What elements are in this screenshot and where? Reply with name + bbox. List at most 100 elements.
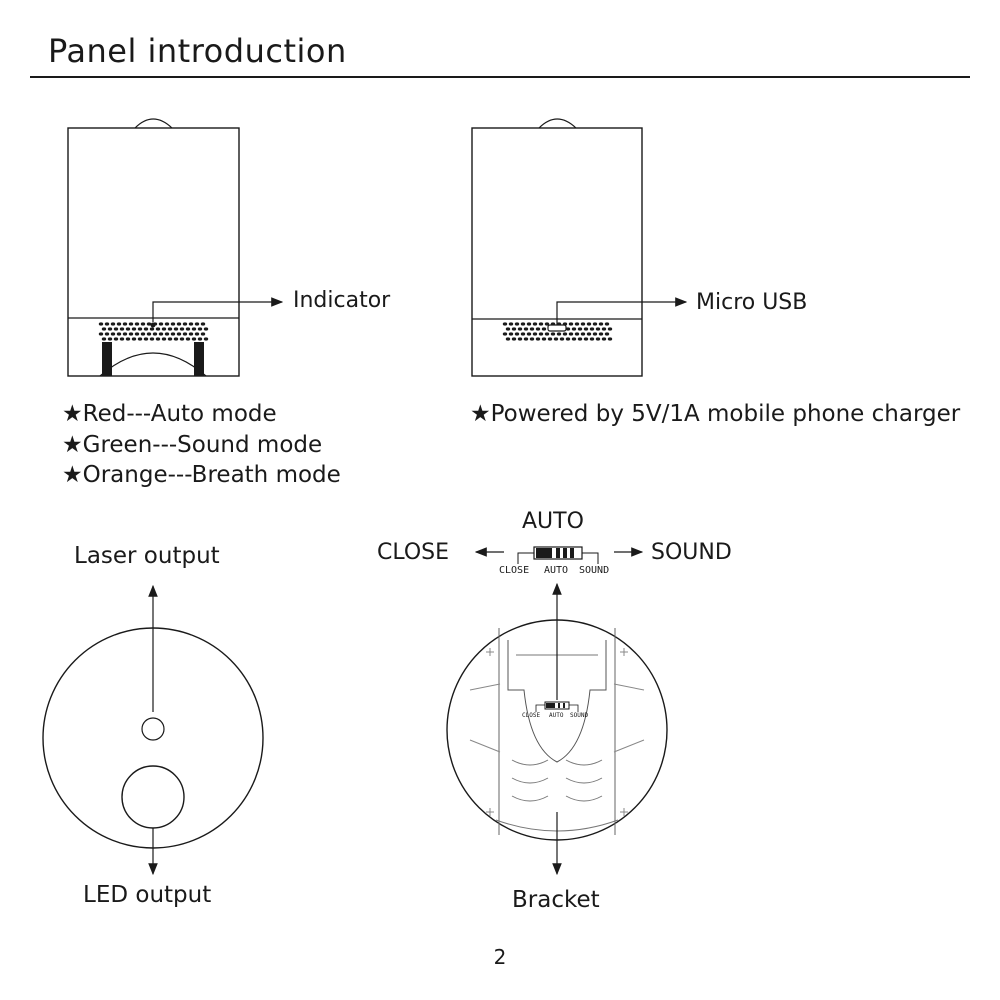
grille-hole bbox=[122, 332, 128, 336]
grille-hole bbox=[571, 327, 577, 331]
device-bottom-view bbox=[42, 584, 264, 876]
grille-hole bbox=[505, 337, 511, 341]
grille-hole bbox=[517, 327, 523, 331]
grille-hole bbox=[598, 322, 604, 326]
grille-hole bbox=[164, 332, 170, 336]
switch-close-label: CLOSE bbox=[377, 540, 450, 565]
grille-hole bbox=[604, 332, 610, 336]
grille-hole bbox=[158, 322, 164, 326]
grille-hole bbox=[535, 327, 541, 331]
grille-hole bbox=[517, 337, 523, 341]
mode-item-orange: ★Orange---Breath mode bbox=[62, 462, 341, 488]
grille-hole bbox=[104, 332, 110, 336]
grille-hole bbox=[182, 332, 188, 336]
grille-hole bbox=[538, 332, 544, 336]
grille-hole bbox=[607, 327, 613, 331]
grille-hole bbox=[134, 332, 140, 336]
grille-hole bbox=[559, 337, 565, 341]
grille-hole bbox=[544, 332, 550, 336]
grille-hole bbox=[140, 332, 146, 336]
grille-hole bbox=[182, 322, 188, 326]
grille-hole bbox=[526, 332, 532, 336]
page-number: 2 bbox=[493, 945, 507, 969]
grille-hole bbox=[586, 332, 592, 336]
grille-hole bbox=[532, 322, 538, 326]
grille-hole bbox=[574, 332, 580, 336]
grille-hole bbox=[203, 337, 209, 341]
grille-hole bbox=[101, 327, 107, 331]
grille-hole bbox=[583, 327, 589, 331]
power-note: ★Powered by 5V/1A mobile phone charger bbox=[470, 401, 961, 427]
star-icon: ★ bbox=[62, 462, 83, 488]
laser-output-label: Laser output bbox=[74, 543, 220, 569]
grille-hole bbox=[170, 332, 176, 336]
grille-hole bbox=[170, 322, 176, 326]
grille-hole bbox=[607, 337, 613, 341]
grille-hole bbox=[113, 327, 119, 331]
led-output-label: LED output bbox=[83, 882, 212, 908]
micro-usb-label: Micro USB bbox=[696, 290, 808, 315]
grille-hole bbox=[547, 337, 553, 341]
grille-hole bbox=[161, 327, 167, 331]
grille-hole bbox=[188, 332, 194, 336]
grille-hole bbox=[200, 332, 206, 336]
grille-hole bbox=[595, 337, 601, 341]
star-icon: ★ bbox=[62, 401, 83, 427]
grille-hole bbox=[143, 327, 149, 331]
switch-auto-title: AUTO bbox=[522, 509, 584, 534]
grille-hole bbox=[119, 337, 125, 341]
page-title: Panel introduction bbox=[48, 32, 347, 70]
grille-hole bbox=[604, 322, 610, 326]
grille-hole bbox=[535, 337, 541, 341]
grille-hole bbox=[107, 327, 113, 331]
grille-hole bbox=[188, 322, 194, 326]
grille-hole bbox=[592, 332, 598, 336]
grille-hole bbox=[541, 337, 547, 341]
grille-hole bbox=[107, 337, 113, 341]
grille-hole bbox=[592, 322, 598, 326]
grille-hole bbox=[140, 322, 146, 326]
grille-hole bbox=[580, 322, 586, 326]
bracket-diagram bbox=[446, 582, 668, 876]
grille-hole bbox=[146, 322, 152, 326]
grille-hole bbox=[119, 327, 125, 331]
grille-hole bbox=[152, 332, 158, 336]
grille-hole bbox=[101, 337, 107, 341]
switch-sound-label: SOUND bbox=[651, 540, 732, 565]
grille-hole bbox=[146, 332, 152, 336]
grille-hole bbox=[125, 327, 131, 331]
grille-hole bbox=[131, 337, 137, 341]
grille-hole bbox=[149, 337, 155, 341]
grille-hole bbox=[149, 327, 155, 331]
grille-hole bbox=[125, 337, 131, 341]
grille-hole bbox=[191, 327, 197, 331]
grille-hole bbox=[164, 322, 170, 326]
device-back-usb bbox=[471, 118, 688, 377]
grille-hole bbox=[562, 332, 568, 336]
grille-hole bbox=[577, 327, 583, 331]
grille-hole bbox=[110, 332, 116, 336]
mode-item-green: ★Green---Sound mode bbox=[62, 432, 323, 458]
grille-hole bbox=[508, 322, 514, 326]
grille-hole bbox=[176, 332, 182, 336]
grille-hole bbox=[122, 322, 128, 326]
grille-hole bbox=[589, 327, 595, 331]
grille-hole bbox=[583, 337, 589, 341]
grille-hole bbox=[167, 337, 173, 341]
grille-hole bbox=[173, 327, 179, 331]
grille-hole bbox=[589, 337, 595, 341]
grille-hole bbox=[571, 337, 577, 341]
grille-hole bbox=[523, 327, 529, 331]
grille-hole bbox=[544, 322, 550, 326]
grille-hole bbox=[155, 327, 161, 331]
grille-hole bbox=[550, 332, 556, 336]
grille-hole bbox=[197, 327, 203, 331]
grille-hole bbox=[565, 327, 571, 331]
grille-hole bbox=[565, 337, 571, 341]
grille-hole bbox=[598, 332, 604, 336]
grille-hole bbox=[185, 327, 191, 331]
star-icon: ★ bbox=[62, 432, 83, 458]
grille-hole bbox=[179, 337, 185, 341]
grille-hole bbox=[514, 332, 520, 336]
grille-hole bbox=[514, 322, 520, 326]
